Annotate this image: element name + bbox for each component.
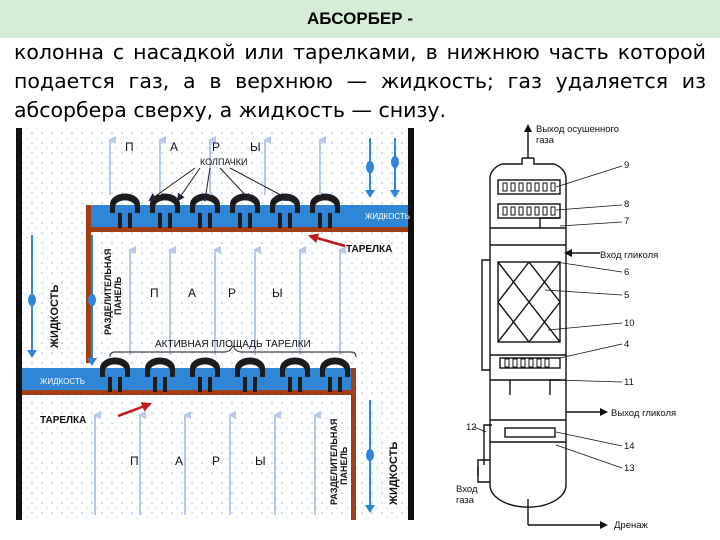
divider-panel-label-1-bottom: РАЗДЕЛИТЕЛЬНАЯ: [329, 419, 339, 505]
upper-tray-liquid: [90, 205, 408, 227]
body-line-1: колонна с насадкой или тарелками, в нижн…: [14, 40, 706, 64]
divider-panel-label-1-top: РАЗДЕЛИТЕЛЬНАЯ: [103, 249, 113, 335]
vapor-arrows-top: [93, 136, 346, 515]
tray-label-bottom: ТАРЕЛКА: [40, 415, 86, 426]
upper-divider-panel: [86, 205, 91, 363]
liquid-flow-arrows: [31, 138, 396, 505]
divider-panel-label-2-top: ПАНЕЛЬ: [113, 276, 123, 315]
vapor-top-letter-3: Р: [212, 140, 220, 154]
active-area-label: АКТИВНАЯ ПЛОЩАДЬ ТАРЕЛКИ: [155, 339, 311, 350]
callout-12: 12: [466, 422, 477, 433]
vapor-mid-letter-4: Ы: [272, 286, 283, 300]
callout-6: 6: [624, 267, 629, 278]
gas-inlet-label-2: газа: [456, 495, 475, 506]
lower-bubble-caps: [100, 357, 350, 377]
callout-7: 7: [624, 216, 629, 227]
vapor-bottom-letter-3: Р: [212, 454, 220, 468]
liquid-label-bottom: ЖИДКОСТЬ: [40, 377, 85, 386]
column-left-wall: [16, 128, 22, 520]
upper-bubble-caps: [110, 193, 340, 213]
glycol-outlet-label: Выход гликоля: [611, 408, 676, 419]
caps-label: КОЛПАЧКИ: [200, 157, 247, 167]
lower-tray-plate: [22, 390, 352, 395]
slide-title: АБСОРБЕР -: [307, 9, 413, 28]
callout-11: 11: [624, 377, 634, 388]
liquid-vertical-right: ЖИДКОСТЬ: [388, 442, 400, 506]
tray-label-top: ТАРЕЛКА: [346, 244, 392, 255]
vapor-mid-letter-2: А: [188, 286, 196, 300]
gas-inlet-label-1: Вход: [456, 484, 478, 495]
body-line-3: абсорбера сверху, а жидкость — снизу.: [14, 98, 446, 122]
slide-body-text: колонна с насадкой или тарелками, в нижн…: [14, 38, 706, 125]
callout-10: 10: [624, 318, 635, 329]
gas-outlet-label-2: газа: [536, 135, 555, 146]
title-bar: АБСОРБЕР -: [0, 0, 720, 38]
vapor-top-letter-2: А: [170, 140, 178, 154]
vapor-top-letter-4: Ы: [250, 140, 261, 154]
lower-tray-liquid: [22, 368, 352, 390]
vapor-bottom-letter-4: Ы: [255, 454, 266, 468]
vapor-top-letter-1: П: [125, 140, 134, 154]
lower-divider-panel: [351, 368, 356, 520]
liquid-label-top: ЖИДКОСТЬ: [365, 212, 410, 221]
callout-13: 13: [624, 463, 635, 474]
column-right-wall: [408, 128, 414, 520]
gas-outlet-label-1: Выход осушенного: [536, 124, 619, 135]
callout-4: 4: [624, 339, 629, 350]
body-line-2: подается газ, а в верхнюю — жидкость; га…: [14, 69, 706, 93]
glycol-inlet-label: Вход гликоля: [600, 250, 658, 261]
callout-5: 5: [624, 290, 629, 301]
callout-14: 14: [624, 441, 635, 452]
upper-tray-plate: [90, 227, 408, 232]
callout-9: 9: [624, 160, 629, 171]
drain-label: Дренаж: [614, 520, 649, 531]
divider-panel-label-2-bottom: ПАНЕЛЬ: [339, 446, 349, 485]
vapor-mid-letter-3: Р: [228, 286, 236, 300]
liquid-vertical-left: ЖИДКОСТЬ: [49, 285, 61, 349]
vapor-mid-letter-1: П: [150, 286, 159, 300]
caps-pointer-arrows: [148, 167, 292, 202]
vapor-bottom-letter-2: А: [175, 454, 183, 468]
vapor-bottom-letter-1: П: [130, 454, 139, 468]
callout-8: 8: [624, 199, 629, 210]
